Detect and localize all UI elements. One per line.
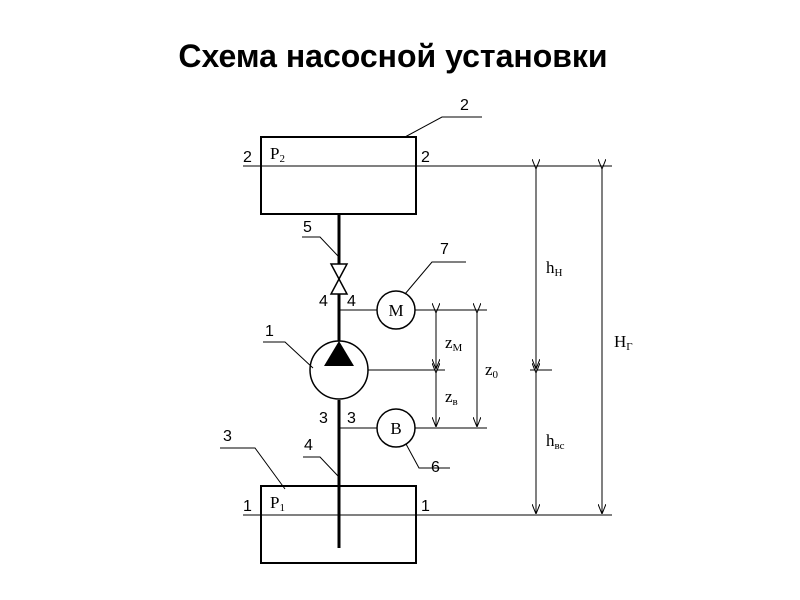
section-4-right-label: 4 (347, 293, 356, 310)
section-3-right-label: 3 (347, 410, 356, 427)
leader-lines (220, 116, 482, 490)
zv-label: zв (445, 387, 458, 408)
pump-label: 1 (265, 323, 274, 340)
page-title: Схема насосной установки (178, 38, 608, 74)
upper-tank-label: 2 (460, 97, 469, 114)
upper-level-right-label: 2 (421, 149, 430, 166)
lower-level-right-label: 1 (421, 498, 430, 515)
section-4-left-label: 4 (319, 293, 328, 310)
upper-level-left-label: 2 (243, 149, 252, 166)
lower-pressure-label: Р1 (270, 493, 285, 514)
section-3-left-label: 3 (319, 410, 328, 427)
manometer-symbol: М (388, 301, 403, 320)
valve (329, 263, 349, 295)
vacuum-meter-symbol: В (390, 419, 401, 438)
hn-label: hН (546, 258, 563, 279)
z0-label: z0 (485, 360, 499, 381)
lower-level-left-label: 1 (243, 498, 252, 515)
suction-pipe-label: 4 (304, 437, 313, 454)
zm-label: zМ (445, 333, 463, 354)
Hg-label: НГ (614, 332, 633, 353)
hvs-label: hвс (546, 431, 565, 452)
upper-tank (260, 136, 417, 215)
lower-tank-label: 3 (223, 428, 232, 445)
pump (309, 340, 369, 400)
valve-label: 5 (303, 219, 312, 236)
upper-pressure-label: Р2 (270, 144, 285, 165)
manometer-label: 7 (440, 241, 449, 258)
vacuum-meter-label: 6 (431, 459, 440, 476)
